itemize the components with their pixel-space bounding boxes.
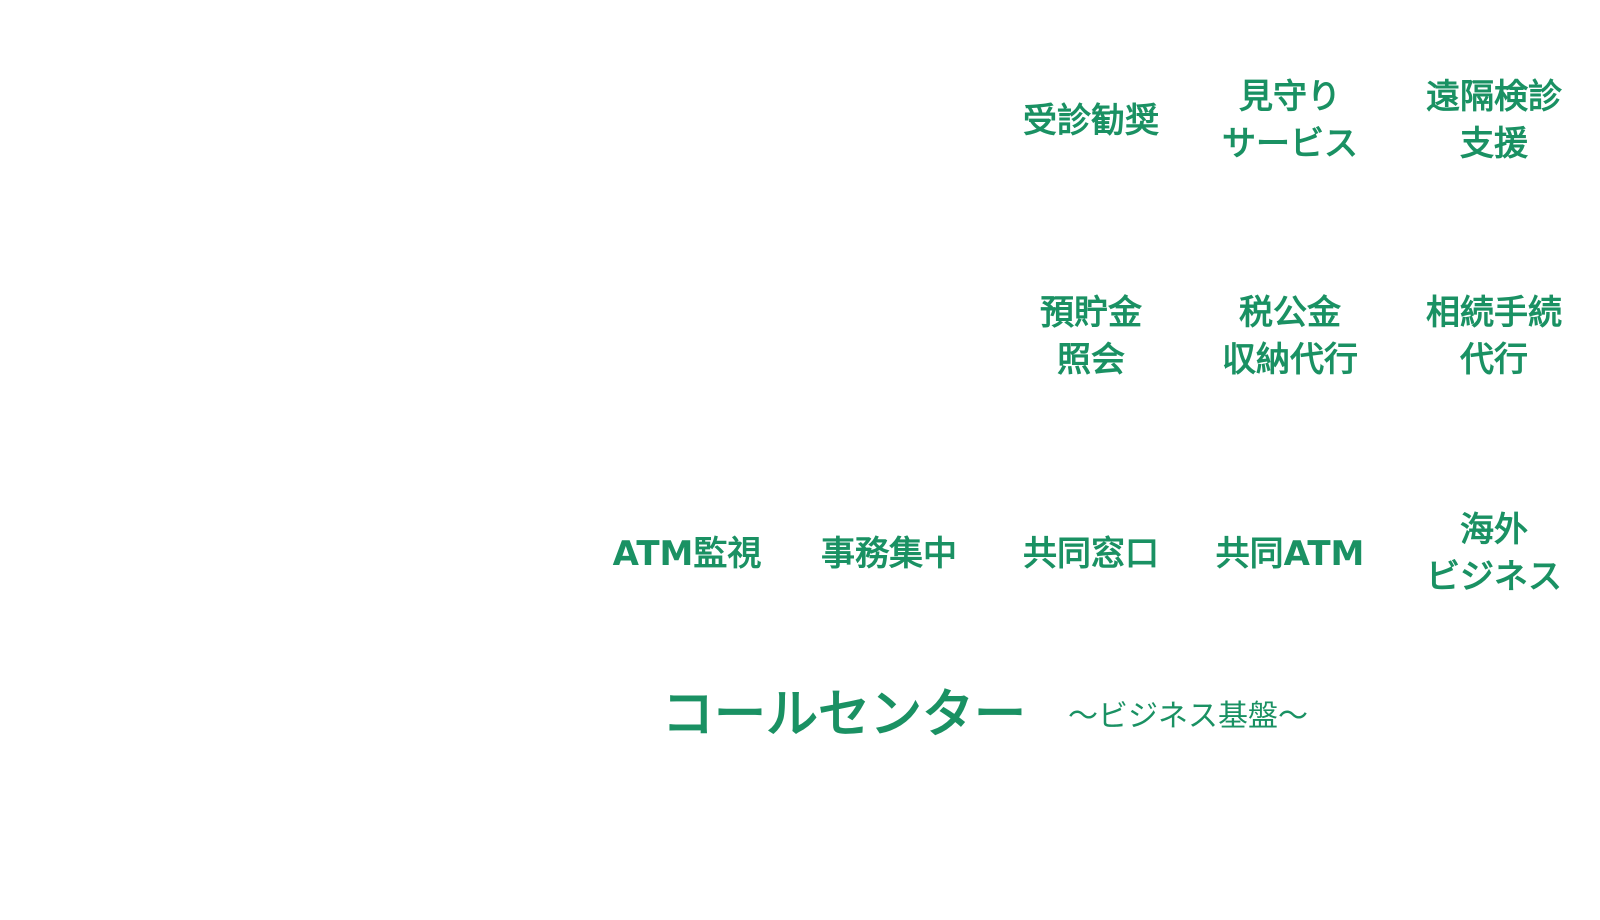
service-label: 税公金収納代行 — [1200, 290, 1380, 384]
service-label-line: ビジネス — [1426, 557, 1562, 597]
service-label-line: 預貯金 — [1040, 293, 1142, 333]
service-label-line: ATM監視 — [612, 533, 762, 574]
service-label-line: 共同窓口 — [1023, 533, 1159, 574]
footer-title-group: コールセンター 〜ビジネス基盤〜 — [662, 672, 1308, 747]
service-label-line: 税公金 — [1239, 293, 1341, 333]
service-label: 共同窓口 — [1001, 531, 1181, 578]
footer-subtitle: 〜ビジネス基盤〜 — [1068, 699, 1309, 734]
service-label-line: 代行 — [1460, 340, 1528, 380]
service-label-line: 相続手続 — [1426, 293, 1562, 333]
footer-title: コールセンター — [662, 685, 1027, 745]
service-label-line: 遠隔検診 — [1426, 77, 1562, 117]
service-label: 預貯金照会 — [1001, 290, 1181, 384]
service-label-line: 共同ATM — [1215, 533, 1365, 574]
service-label-line: 事務集中 — [821, 533, 957, 574]
service-label: ATM監視 — [597, 531, 777, 578]
service-label: 共同ATM — [1200, 531, 1380, 578]
service-label: 受診勧奨 — [1001, 98, 1181, 145]
service-label-line: 海外 — [1460, 510, 1528, 550]
service-label-line: サービス — [1222, 124, 1358, 164]
service-label-line: 受診勧奨 — [1023, 100, 1159, 141]
service-label: 事務集中 — [799, 531, 979, 578]
service-label: 相続手続代行 — [1404, 290, 1584, 384]
service-label-line: 収納代行 — [1222, 340, 1358, 380]
service-label-line: 支援 — [1460, 124, 1528, 164]
service-label-line: 見守り — [1239, 77, 1341, 117]
service-label-line: 照会 — [1057, 340, 1125, 380]
service-label: 海外ビジネス — [1404, 507, 1584, 601]
service-label: 見守りサービス — [1200, 74, 1380, 168]
service-label: 遠隔検診支援 — [1404, 74, 1584, 168]
